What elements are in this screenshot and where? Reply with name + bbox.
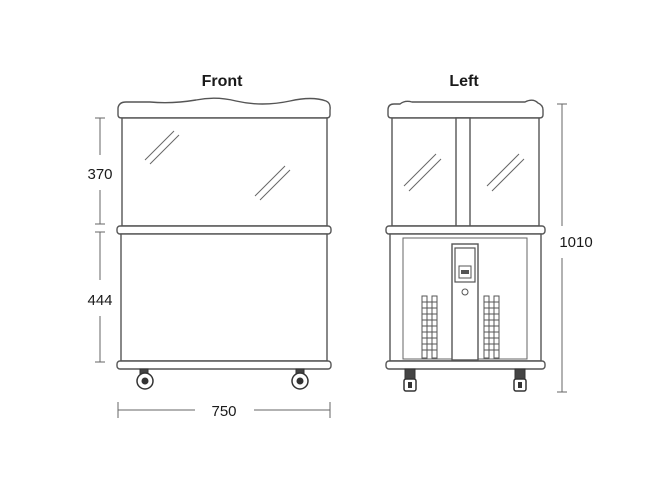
front-middle-rail	[116, 225, 332, 235]
caster-wheel-icon	[291, 368, 309, 390]
front-top-cap	[117, 97, 331, 119]
left-base-rail	[385, 360, 546, 370]
left-top-cap	[387, 99, 544, 119]
glass-reflection-icon	[403, 153, 525, 192]
upper-height-label: 370	[87, 166, 112, 183]
control-panel-icon	[454, 247, 476, 296]
front-lower-cabinet	[120, 233, 328, 362]
left-view-title: Left	[449, 73, 479, 90]
total-height-label: 1010	[559, 234, 592, 251]
lower-height-dimension-line	[95, 231, 105, 363]
width-dimension-line	[117, 402, 331, 418]
ventilation-grille-icon	[483, 295, 500, 359]
front-view-title: Front	[202, 73, 244, 90]
left-view: 1010	[385, 99, 593, 393]
glass-reflection-icon	[144, 130, 291, 201]
upper-height-dimension-line	[95, 117, 105, 225]
caster-wheel-icon	[513, 368, 527, 392]
left-center-column	[455, 117, 471, 227]
front-base-rail	[116, 360, 332, 370]
total-height-dimension-line	[557, 103, 567, 393]
front-glass-case	[121, 117, 328, 227]
caster-wheel-icon	[136, 368, 154, 390]
front-view: 370 444 750	[87, 97, 332, 420]
lower-height-label: 444	[87, 292, 112, 309]
width-label: 750	[211, 403, 236, 420]
left-middle-rail	[385, 225, 546, 235]
ventilation-grille-icon	[421, 295, 438, 359]
caster-wheel-icon	[403, 368, 417, 392]
